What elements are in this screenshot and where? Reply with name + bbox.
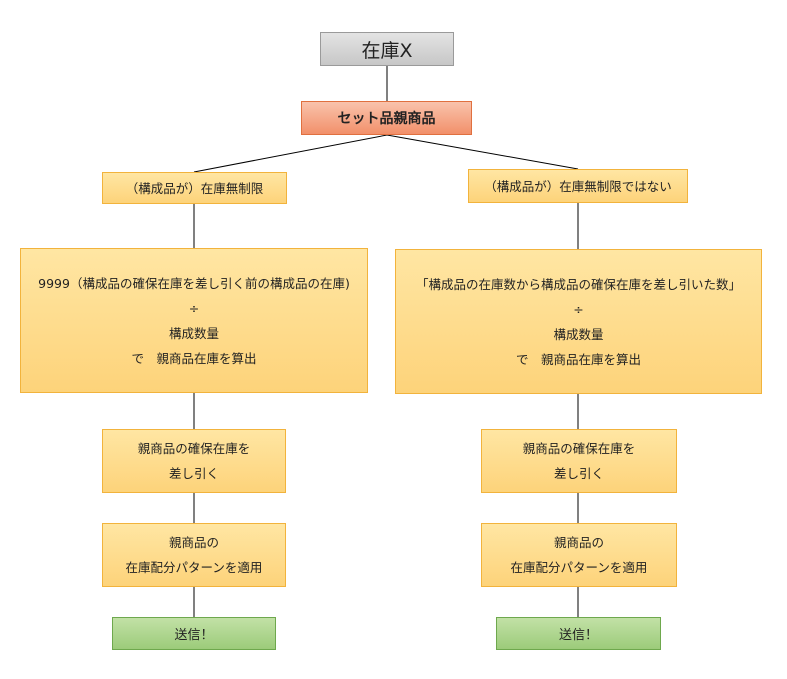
left-send-label: 送信！ <box>174 628 214 643</box>
root-node: 在庫X <box>320 32 454 66</box>
left-calc-line-3: 構成数量 <box>168 325 219 341</box>
parent-product-node: セット品親商品 <box>301 101 472 135</box>
left-subtract-node: 親商品の確保在庫を 差し引く <box>102 429 286 493</box>
left-calc-line-1: 9999（構成品の確保在庫を差し引く前の構成品の在庫) <box>38 275 350 291</box>
parent-label: セット品親商品 <box>337 111 436 127</box>
left-subtract-line-1: 親商品の確保在庫を <box>137 441 251 456</box>
right-send-node: 送信！ <box>496 617 661 650</box>
connector-parent-to-left-branch <box>193 134 388 173</box>
right-subtract-line-2: 差し引く <box>553 466 604 481</box>
right-calculation-node: 「構成品の在庫数から構成品の確保在庫を差し引いた数」 ÷ 構成数量 で 親商品在… <box>395 249 762 394</box>
right-calc-line-2: ÷ <box>573 301 584 317</box>
left-condition-label: （構成品が）在庫無制限 <box>125 180 264 196</box>
root-label: 在庫X <box>361 39 413 62</box>
right-send-label: 送信！ <box>558 628 598 643</box>
left-send-node: 送信！ <box>112 617 276 650</box>
right-calc-line-3: 構成数量 <box>553 326 604 342</box>
connector-parent-to-right-branch <box>386 134 579 170</box>
left-calc-line-2: ÷ <box>188 300 200 316</box>
left-calculation-node: 9999（構成品の確保在庫を差し引く前の構成品の在庫) ÷ 構成数量 で 親商品… <box>20 248 368 393</box>
left-condition-node: （構成品が）在庫無制限 <box>102 172 287 204</box>
right-subtract-line-1: 親商品の確保在庫を <box>522 441 636 456</box>
right-apply-line-2: 在庫配分パターンを適用 <box>510 560 648 575</box>
right-calc-line-4: で 親商品在庫を算出 <box>515 351 641 367</box>
right-apply-line-1: 親商品の <box>553 535 604 550</box>
left-apply-line-1: 親商品の <box>168 535 219 550</box>
right-condition-node: （構成品が）在庫無制限ではない <box>468 169 688 203</box>
left-apply-line-2: 在庫配分パターンを適用 <box>125 560 263 575</box>
left-calc-line-4: で 親商品在庫を算出 <box>131 350 257 366</box>
right-apply-node: 親商品の 在庫配分パターンを適用 <box>481 523 677 587</box>
left-apply-node: 親商品の 在庫配分パターンを適用 <box>102 523 286 587</box>
left-subtract-line-2: 差し引く <box>168 466 219 481</box>
right-subtract-node: 親商品の確保在庫を 差し引く <box>481 429 677 493</box>
right-calc-line-1: 「構成品の在庫数から構成品の確保在庫を差し引いた数」 <box>415 276 741 292</box>
right-condition-label: （構成品が）在庫無制限ではない <box>484 178 672 194</box>
